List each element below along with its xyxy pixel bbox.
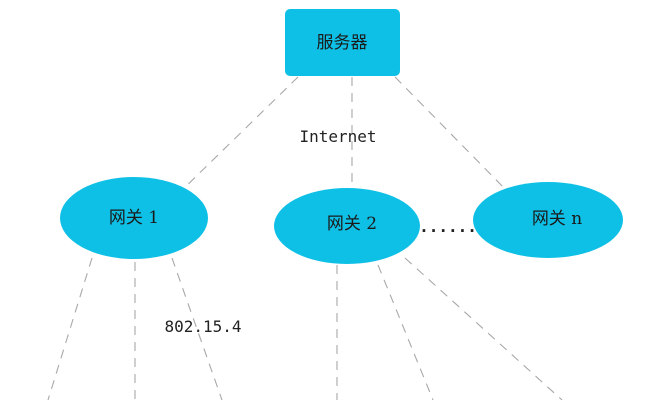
link-server-gateway-1 [175, 76, 299, 197]
gateway-2-ellipse [274, 188, 420, 264]
gateway-n-node: 网关 n [473, 182, 623, 258]
gateway-n-label: 网关 n [532, 209, 582, 229]
gateway-2-label: 网关 2 [327, 214, 377, 234]
internet-label: Internet [299, 127, 376, 146]
server-box [285, 9, 400, 76]
gateway-1-label: 网关 1 [109, 208, 159, 228]
link-gateway-1-device-a [47, 257, 93, 400]
link-gateway-2-device-b [377, 264, 434, 400]
gateway-ellipsis: ...... [419, 217, 477, 236]
gateway-1-ellipse [60, 177, 208, 259]
server-label: 服务器 [317, 33, 368, 53]
gateway-n-ellipse [473, 182, 623, 258]
gateway-2-node: 网关 2 [274, 188, 420, 264]
link-protocol-label: 802.15.4 [164, 317, 241, 336]
link-gateway-2-device-c [404, 257, 563, 400]
server-node: 服务器 [285, 9, 400, 76]
gateway-1-node: 网关 1 [60, 177, 208, 259]
link-server-gateway-n [394, 76, 511, 195]
